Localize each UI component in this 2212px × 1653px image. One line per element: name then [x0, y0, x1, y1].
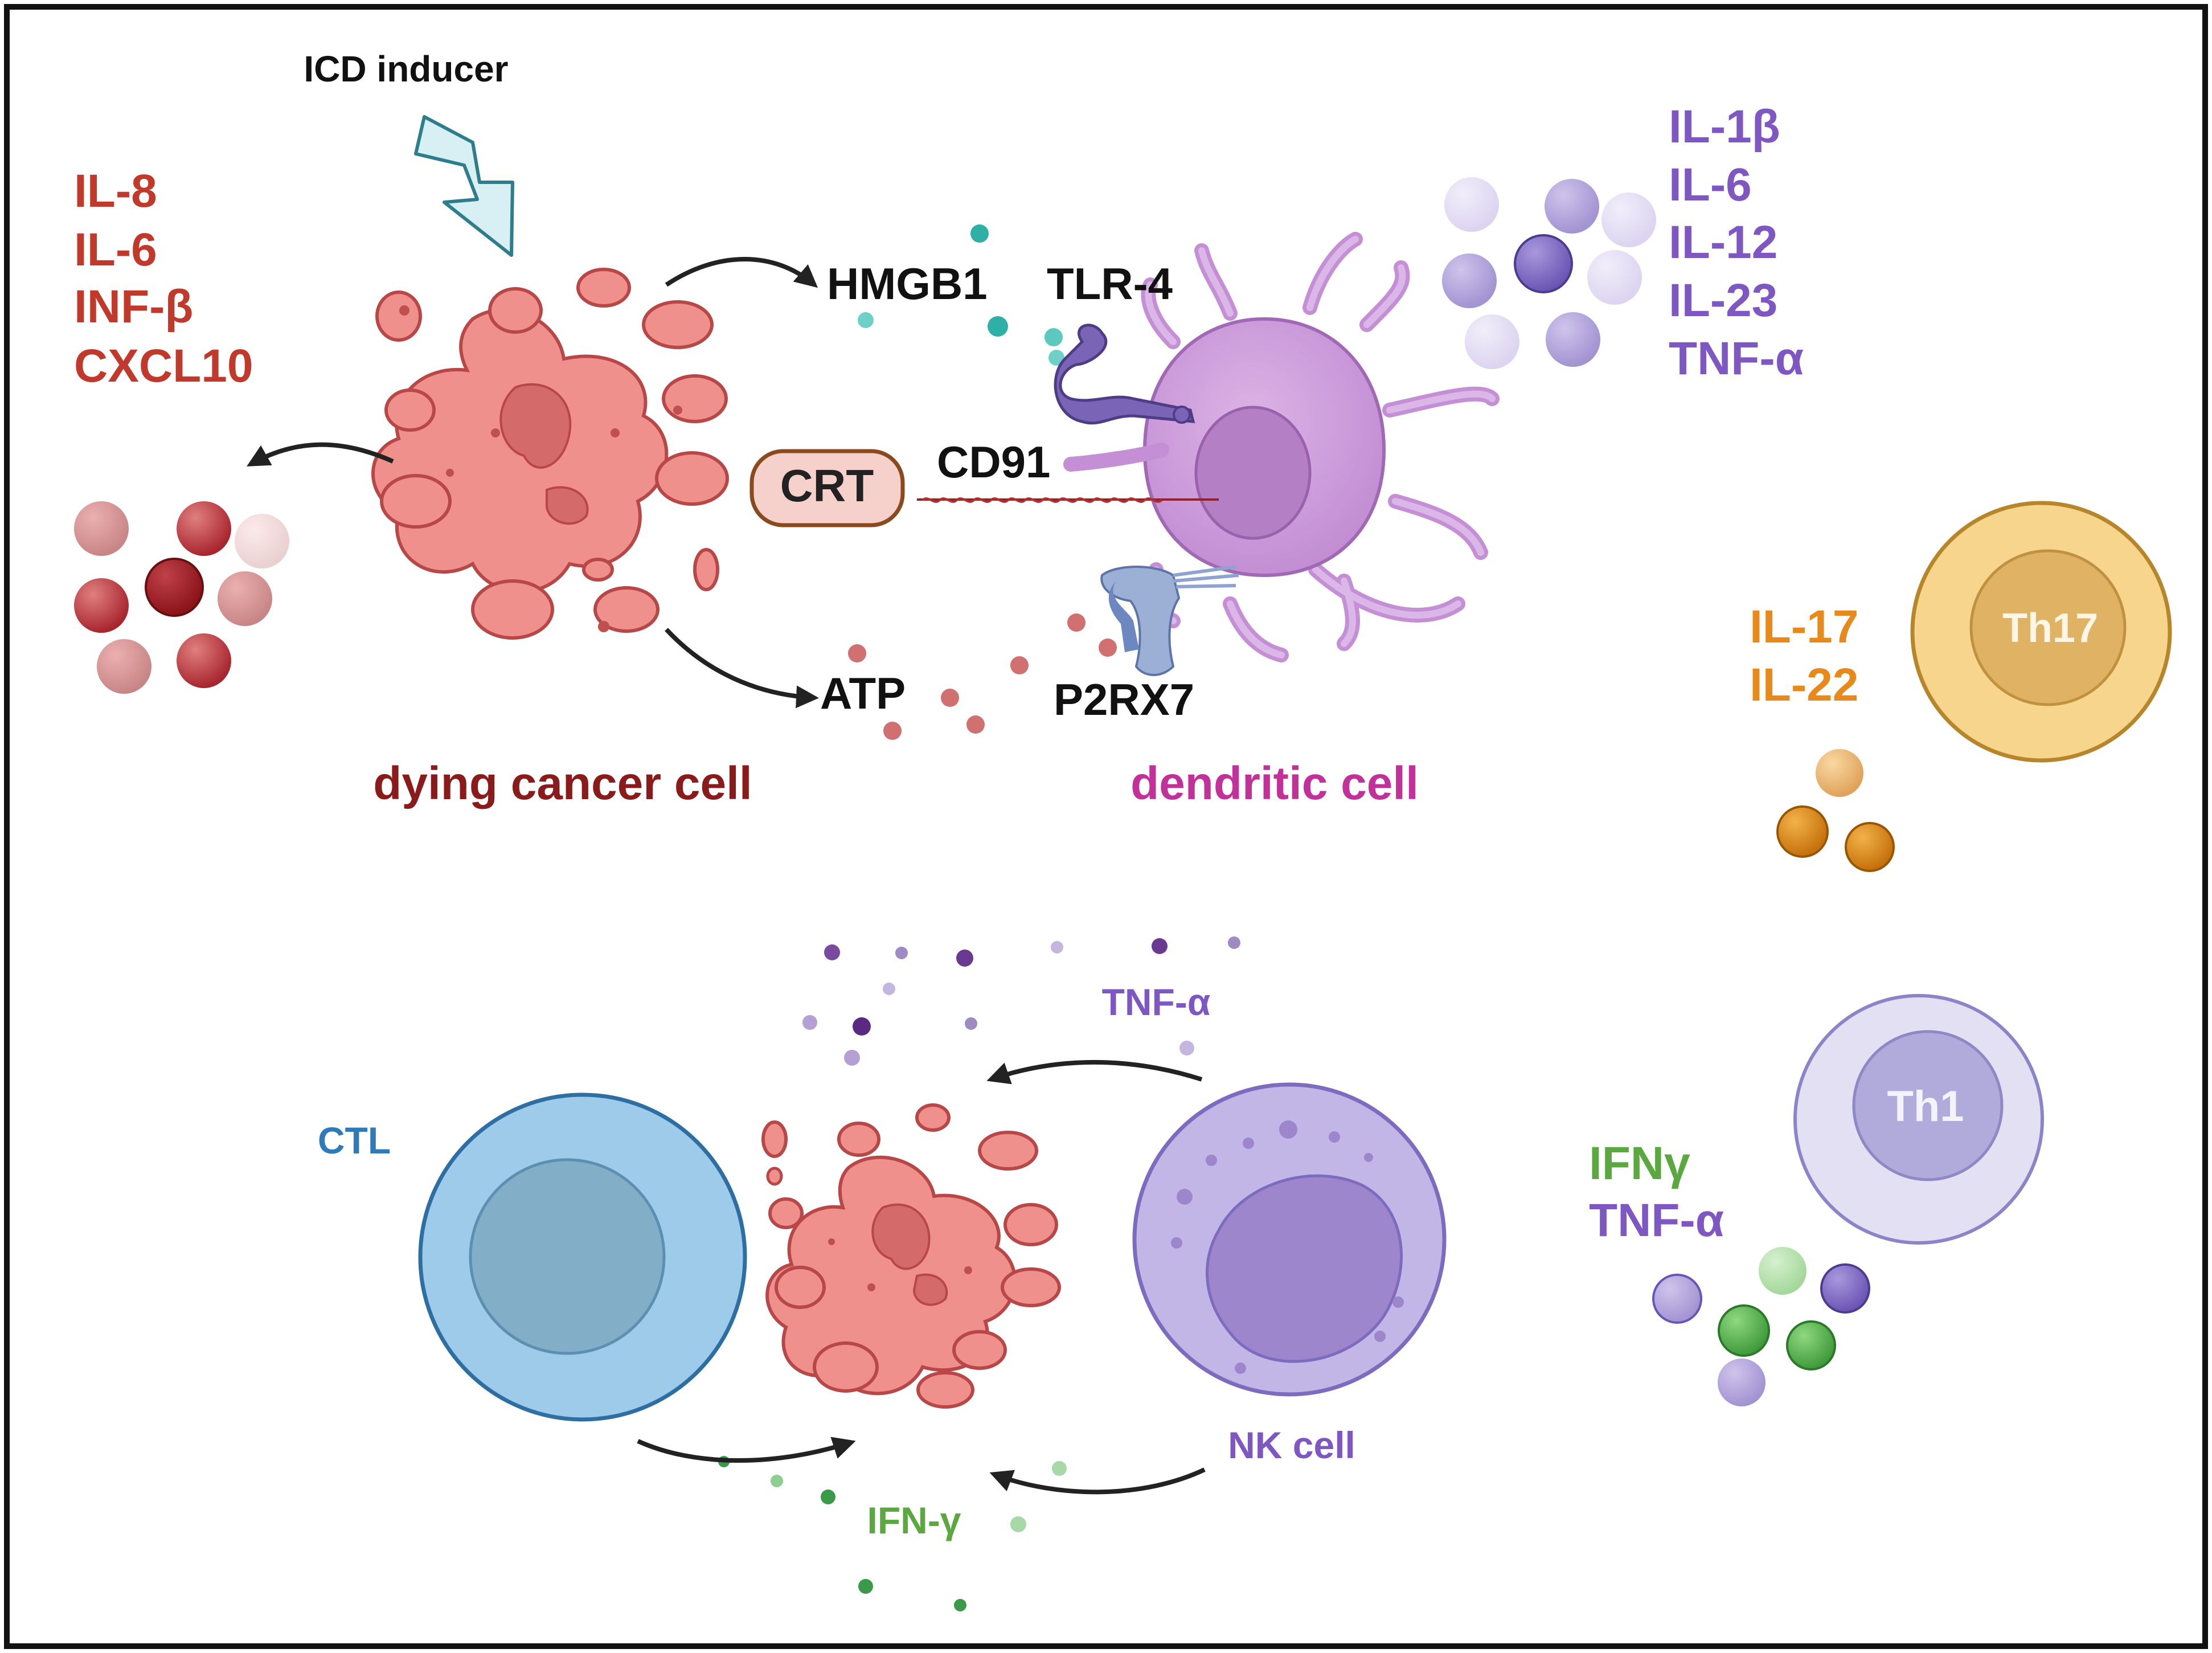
hmgb1-label: HMGB1 — [827, 259, 988, 309]
dc-cytokine-cluster — [1442, 177, 1656, 369]
th1-cytokine-cluster — [1652, 1247, 1870, 1406]
icd-inducer-label: ICD inducer — [304, 48, 508, 89]
th17-label: Th17 — [2002, 605, 2098, 651]
crt-label: CRT — [780, 460, 874, 511]
nk-cell-label: NK cell — [1228, 1424, 1355, 1466]
tlr4-receptor — [1054, 324, 1195, 425]
arrow-to-atp — [665, 628, 819, 709]
tnf-particles — [802, 936, 1240, 1066]
th1-cytokine-1: IFNγ — [1589, 1138, 1690, 1189]
arrow-nk-ifng — [989, 1467, 1206, 1495]
tumor-cytokine-cluster — [74, 501, 289, 694]
atp-particles — [848, 613, 1117, 740]
tlr4-label: TLR-4 — [1047, 259, 1173, 309]
figure-border — [4, 4, 2208, 1649]
nk-tnf-label: TNF-α — [1102, 981, 1211, 1023]
th1-label: Th1 — [1887, 1082, 1964, 1131]
dying-cancer-cell-label: dying cancer cell — [373, 758, 752, 809]
th1-cell: Th1 — [1793, 994, 2044, 1245]
tumor-cytokine-2: IL-6 — [74, 224, 157, 276]
arrow-ctl-ifng — [637, 1437, 856, 1463]
tumor-cytokine-4: CXCL10 — [74, 340, 253, 392]
ctl-cell — [418, 1093, 747, 1422]
icd-inducer-arrow — [414, 115, 514, 257]
p2rx7-receptor — [1100, 565, 1239, 676]
dc-cytokine-3: IL-12 — [1669, 216, 1777, 268]
arrow-nk-tnf — [986, 1059, 1203, 1085]
dc-cytokine-5: TNF-α — [1669, 333, 1804, 384]
dying-cancer-cell — [371, 268, 729, 640]
dendritic-cell-label: dendritic cell — [1130, 758, 1419, 809]
p2rx7-label: P2RX7 — [1054, 674, 1194, 725]
cd91-receptor — [917, 497, 1219, 503]
ctl-label: CTL — [318, 1119, 391, 1161]
arrow-to-hmgb1 — [665, 257, 818, 288]
arrow-to-cytokines — [247, 442, 394, 467]
dc-cytokine-4: IL-23 — [1669, 275, 1777, 326]
th17-cytokine-cluster — [1776, 749, 1895, 872]
target-cancer-cell — [761, 1103, 1061, 1409]
nk-cell — [1132, 1082, 1447, 1397]
tumor-cytokine-1: IL-8 — [74, 165, 157, 217]
th17-cytokine-2: IL-22 — [1750, 659, 1858, 711]
dc-cytokine-1: IL-1β — [1669, 101, 1780, 153]
ifng-label: IFN-γ — [867, 1499, 961, 1541]
tumor-cytokine-3: INF-β — [74, 281, 193, 333]
th1-cytokine-2: TNF-α — [1589, 1194, 1724, 1246]
th17-cytokine-1: IL-17 — [1750, 601, 1858, 653]
atp-label: ATP — [820, 668, 906, 718]
dc-cytokine-2: IL-6 — [1669, 159, 1752, 211]
th17-cell: Th17 — [1910, 501, 2172, 763]
cd91-label: CD91 — [937, 437, 1050, 487]
crt-protein: CRT — [749, 449, 905, 527]
hmgb1-particles — [858, 224, 1064, 366]
